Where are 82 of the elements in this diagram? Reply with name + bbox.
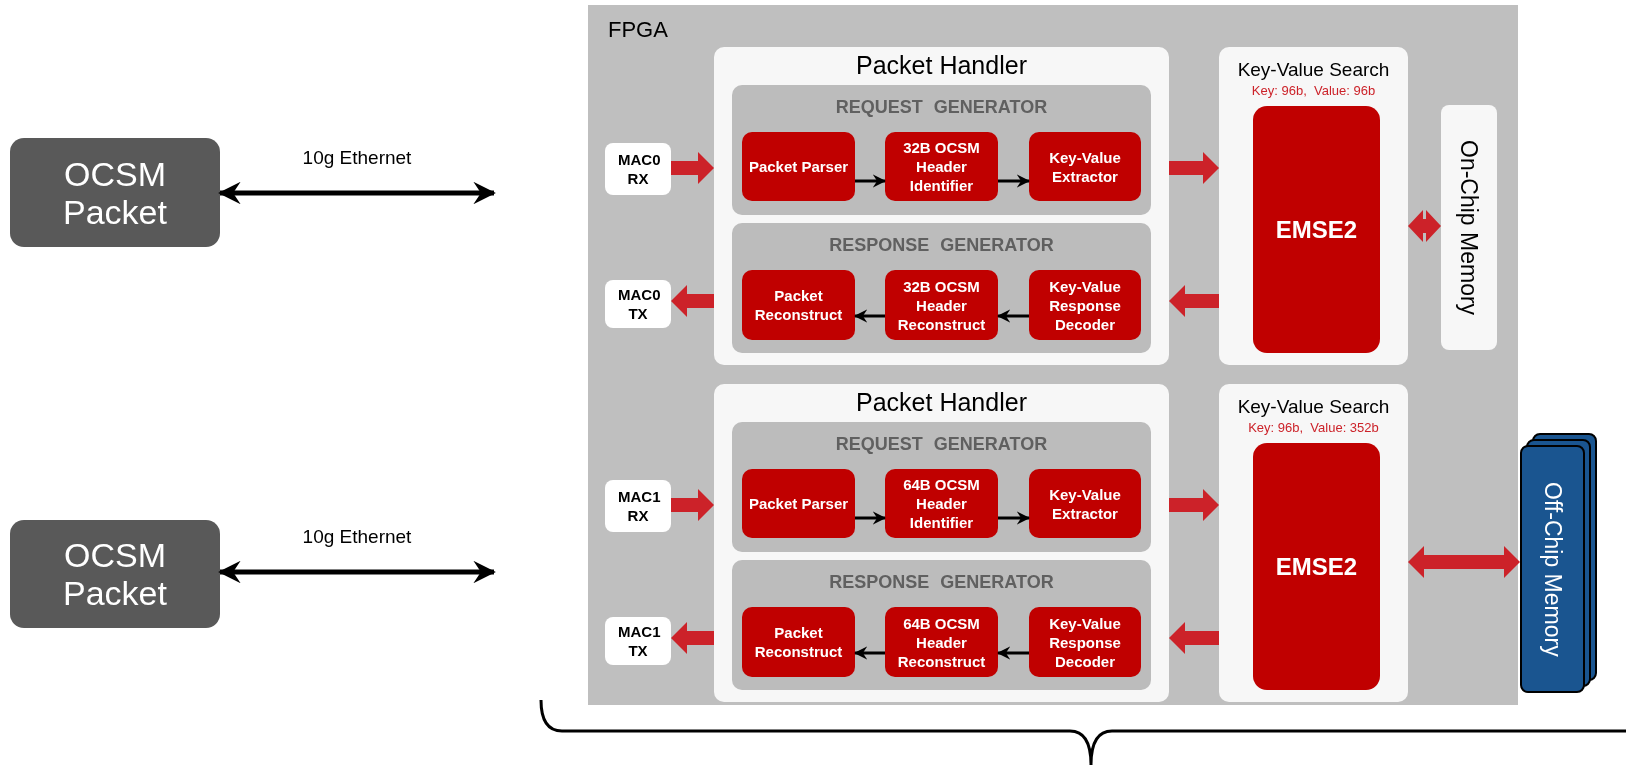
port-box <box>605 480 671 532</box>
panel-title: FPGA <box>608 17 668 43</box>
arrow <box>853 646 885 660</box>
box-label: OCSM Packet <box>62 154 168 231</box>
block-arrow <box>1169 152 1219 184</box>
panel-title: RESPONSE GENERATOR <box>828 571 1055 593</box>
box-label: Packet Parser <box>747 157 850 176</box>
process-box <box>885 270 998 340</box>
generator-panel <box>732 223 1151 353</box>
process-box <box>742 469 855 538</box>
process-box <box>885 607 998 677</box>
box-label: Packet Parser <box>747 494 850 513</box>
process-box <box>742 132 855 201</box>
arrow <box>998 174 1031 188</box>
box-label: Key-Value Response Decoder <box>1048 276 1122 334</box>
box-label: Packet Reconstruct <box>753 286 844 324</box>
box-label: Key-Value Response Decoder <box>1048 613 1122 671</box>
box-label: Off-Chip Memory <box>1538 481 1567 657</box>
fpga-panel <box>588 5 1518 705</box>
box-label: MAC0 RX <box>618 150 658 188</box>
packet-box <box>10 138 220 247</box>
port-box <box>605 143 671 195</box>
port-box <box>605 617 671 665</box>
arrow <box>996 309 1029 323</box>
handler-panel <box>714 47 1169 365</box>
process-box <box>885 132 998 201</box>
process-box <box>1029 607 1141 677</box>
arrow <box>855 174 887 188</box>
process-box <box>1029 469 1141 538</box>
packet-box <box>10 520 220 628</box>
box-label: Key-Value Extractor <box>1048 484 1122 523</box>
arrow <box>218 560 496 584</box>
block-arrow <box>1169 622 1219 654</box>
search-panel <box>1219 384 1408 702</box>
process-box <box>1029 270 1141 340</box>
memory-box <box>1441 105 1497 350</box>
panel-title: RESPONSE GENERATOR <box>828 234 1055 256</box>
search-panel <box>1219 47 1408 365</box>
handler-panel <box>714 384 1169 702</box>
port-box <box>605 280 671 328</box>
box-label: Packet Reconstruct <box>753 623 844 661</box>
size-note: Key: 96b, Value: 96b <box>1250 83 1377 99</box>
block-arrow <box>1169 285 1219 317</box>
arrow <box>218 181 496 205</box>
arrow <box>998 511 1031 525</box>
block-arrow <box>671 152 714 184</box>
panel-title: REQUEST GENERATOR <box>834 96 1049 118</box>
box-label: OCSM Packet <box>62 536 168 612</box>
engine-box <box>1253 106 1380 353</box>
block-arrow <box>1408 210 1441 242</box>
process-box <box>742 270 855 340</box>
arrow <box>996 646 1029 660</box>
panel-title: Key-Value Search <box>1236 58 1391 82</box>
block-arrow <box>1408 546 1520 578</box>
box-label: MAC0 TX <box>618 285 658 323</box>
panel-title: Packet Handler <box>855 50 1028 81</box>
block-arrow <box>671 622 714 654</box>
arrow <box>855 511 887 525</box>
process-box <box>1029 132 1141 201</box>
process-box <box>742 607 855 677</box>
block-arrow <box>1169 489 1219 521</box>
process-box <box>885 469 998 538</box>
generator-panel <box>732 85 1151 215</box>
box-label: 32B OCSM Header Identifier <box>902 138 981 195</box>
size-note: Key: 96b, Value: 352b <box>1247 420 1380 436</box>
box-label: 64B OCSM Header Reconstruct <box>896 613 987 671</box>
memory-stack <box>1520 433 1597 693</box>
block-arrow <box>671 489 714 521</box>
panel-title: Packet Handler <box>855 387 1028 418</box>
panel-title: REQUEST GENERATOR <box>834 433 1049 455</box>
block-arrow <box>671 285 714 317</box>
box-label: 64B OCSM Header Identifier <box>902 475 981 532</box>
box-label: EMSE2 <box>1275 215 1358 244</box>
panel-title: Key-Value Search <box>1236 395 1391 419</box>
box-label: EMSE2 <box>1275 552 1358 581</box>
box-label: On-Chip Memory <box>1455 139 1483 316</box>
generator-panel <box>732 422 1151 552</box>
arrow <box>853 309 885 323</box>
box-label: 32B OCSM Header Reconstruct <box>896 276 987 334</box>
box-label: Key-Value Extractor <box>1048 147 1122 186</box>
generator-panel <box>732 560 1151 690</box>
engine-box <box>1253 443 1380 690</box>
